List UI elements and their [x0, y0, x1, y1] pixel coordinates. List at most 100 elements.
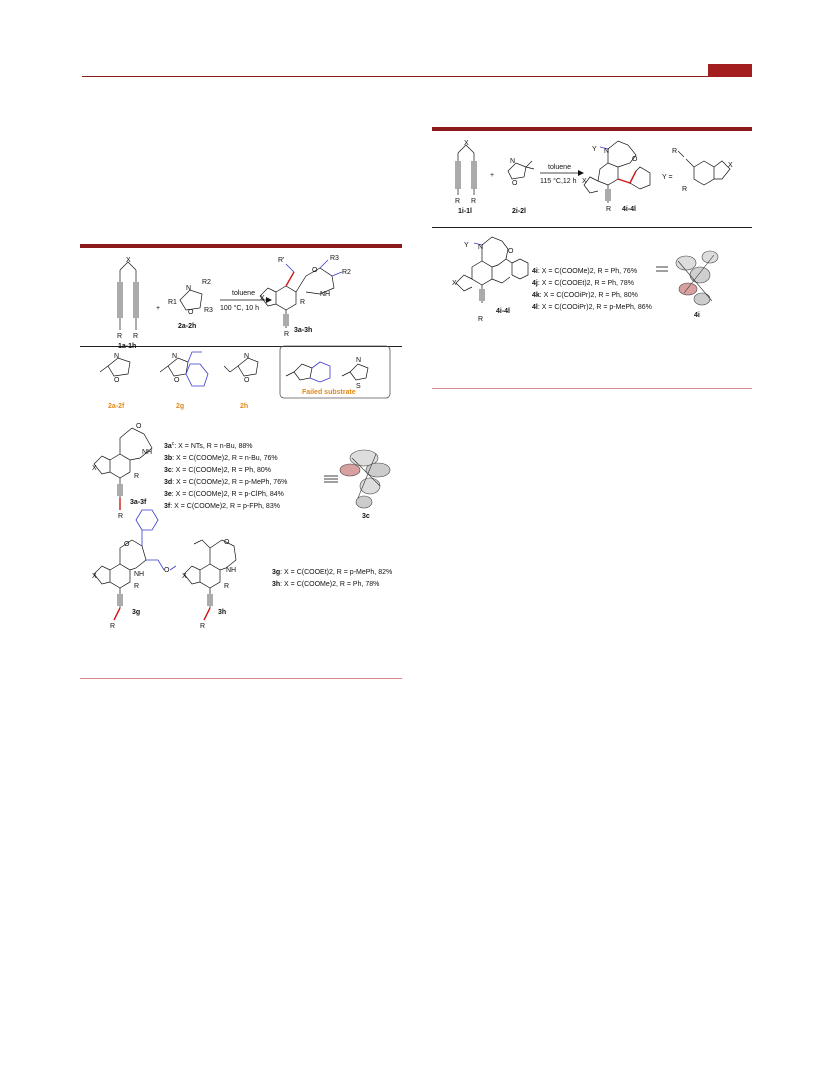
product-3f: 3f: X = C(COOMe)2, R = p-FPh, 83% — [164, 503, 280, 510]
r-label: R — [110, 623, 115, 630]
product-3c: 3c: X = C(COOMe)2, R = Ph, 80% — [164, 467, 271, 474]
failed-substrate-box: N S Failed substrate — [279, 345, 391, 399]
conditions-label: 100 °C, 10 h — [220, 304, 259, 312]
product-label: 4i-4l — [622, 206, 636, 213]
conditions-label: 115 °C,12 h — [540, 177, 577, 185]
product-4l: 4l: X = C(COOiPr)2, R = p-MePh, 86% — [532, 304, 652, 311]
r-label: R — [117, 333, 122, 340]
nh-label: NH — [320, 291, 330, 298]
scheme1-top-rule — [80, 244, 402, 248]
o-label: O — [114, 377, 120, 384]
xray-structure-4i: 4i — [675, 250, 719, 319]
scheme1-divider — [80, 346, 402, 347]
y-label: Y — [592, 146, 597, 153]
oxazoline-structure: N O R1 R2 R3 2a-2h — [168, 279, 213, 330]
o-label: O — [224, 539, 230, 546]
plus-sign: + — [490, 172, 494, 179]
r-label: R — [672, 148, 677, 155]
reactant2-label: 2a-2h — [178, 323, 196, 330]
group-label-4i-4l: 4i-4l — [496, 308, 510, 315]
diyne-structure-1: X R R 1a-1h — [117, 257, 139, 350]
r-label: R — [118, 513, 123, 520]
xray-label-3c: 3c — [362, 513, 370, 520]
x-label: X — [452, 280, 457, 287]
r-label: R — [133, 333, 138, 340]
structure-3g: X O NH O R R 3g — [92, 509, 177, 630]
r3-label: R3 — [204, 307, 213, 314]
n-label: N — [356, 357, 361, 364]
substrate-2g: N O 2g — [159, 351, 209, 410]
reaction-arrow-2: toluene 115 °C,12 h — [540, 164, 584, 185]
substrate-2a-2f: N O 2a-2f — [99, 353, 131, 410]
substrate-label-2a-2f: 2a-2f — [108, 403, 125, 410]
n-label: N — [114, 353, 119, 360]
o-label: O — [632, 156, 638, 163]
product-4k: 4k: X = C(COOiPr)2, R = Ph, 80% — [532, 292, 638, 299]
product-structure-4: Y N O X R 4i-4l — [582, 140, 651, 213]
label-3g: 3g — [132, 609, 140, 616]
scheme1-figure: X R R 1a-1h + N O R1 R2 R3 2a-2h toluene… — [92, 255, 392, 630]
reaction-arrow: toluene 100 °C, 10 h — [220, 290, 272, 312]
nh-label: NH — [142, 449, 152, 456]
y-def-label: Y = — [662, 174, 673, 181]
product-4j: 4j: X = C(COOEt)2, R = Ph, 78% — [532, 280, 634, 287]
o-label: O — [512, 180, 518, 187]
n-label: N — [604, 148, 609, 155]
r2-label: R2 — [342, 269, 351, 276]
substrate-label-2g: 2g — [176, 403, 184, 410]
product-label: 3a-3h — [294, 327, 312, 334]
r-label: R — [284, 331, 289, 338]
substrate-2h: N O 2h — [223, 353, 259, 410]
o-label: O — [312, 267, 318, 274]
nh-label: NH — [226, 567, 236, 574]
x-label: X — [260, 295, 265, 302]
nh-label: NH — [134, 571, 144, 578]
plus-sign: + — [156, 305, 160, 312]
o-label: O — [164, 567, 170, 574]
structure-4i-4l: Y N O X R 4i-4l — [452, 236, 529, 323]
header-rule — [82, 76, 752, 77]
scheme2-bottom-rule — [432, 388, 752, 389]
n-label: N — [172, 353, 177, 360]
xray-structure-3c: 3c — [339, 449, 391, 520]
solvent-label: toluene — [232, 290, 255, 297]
r1-label: R1 — [168, 299, 177, 306]
product-3a: 3ac: X = NTs, R = n-Bu, 88% — [164, 441, 253, 450]
o-label: O — [174, 377, 180, 384]
scheme1-bottom-rule — [80, 678, 402, 679]
r-label: R — [224, 583, 229, 590]
x-label: X — [92, 573, 97, 580]
n-label: N — [478, 244, 483, 251]
product-3b: 3b: X = C(COOMe)2, R = n-Bu, 76% — [164, 455, 278, 462]
equivalence-sign — [656, 266, 668, 272]
r-label: R — [478, 316, 483, 323]
reactant1-label: 1a-1h — [118, 343, 136, 350]
y-definition: Y = R X R — [662, 148, 733, 193]
scheme2-figure: X R R 1i-1l + N O 2i-2l toluene 115 °C,1… — [452, 140, 733, 323]
n-label: N — [244, 353, 249, 360]
r2-label: R2 — [202, 279, 211, 286]
product-3g: 3g: X = C(COOEt)2, R = p-MePh, 82% — [272, 569, 392, 576]
o-label: O — [244, 377, 250, 384]
x-label: X — [92, 465, 97, 472]
y-label: Y — [464, 242, 469, 249]
product-3d: 3d: X = C(COOMe)2, R = p-MePh, 76% — [164, 479, 287, 486]
failed-substrate-label: Failed substrate — [302, 389, 356, 396]
label-3h: 3h — [218, 609, 226, 616]
structure-3a-3f: X O NH R R 3a-3f — [92, 423, 153, 520]
x-label: X — [728, 162, 733, 169]
o-label: O — [124, 541, 130, 548]
s-label: S — [356, 383, 361, 390]
r-label: R — [471, 198, 476, 205]
r3-label: R3 — [330, 255, 339, 262]
o-label: O — [508, 248, 514, 255]
o-label: O — [188, 309, 194, 316]
equivalence-sign — [324, 475, 338, 483]
n-label: N — [510, 158, 515, 165]
r-label: R — [606, 206, 611, 213]
reactant2-label: 2i-2l — [512, 208, 526, 215]
group-label-3a-3f: 3a-3f — [130, 499, 147, 506]
r-label: R — [300, 299, 305, 306]
diyne-structure-2: X R R 1i-1l — [455, 140, 477, 215]
x-label: X — [182, 573, 187, 580]
